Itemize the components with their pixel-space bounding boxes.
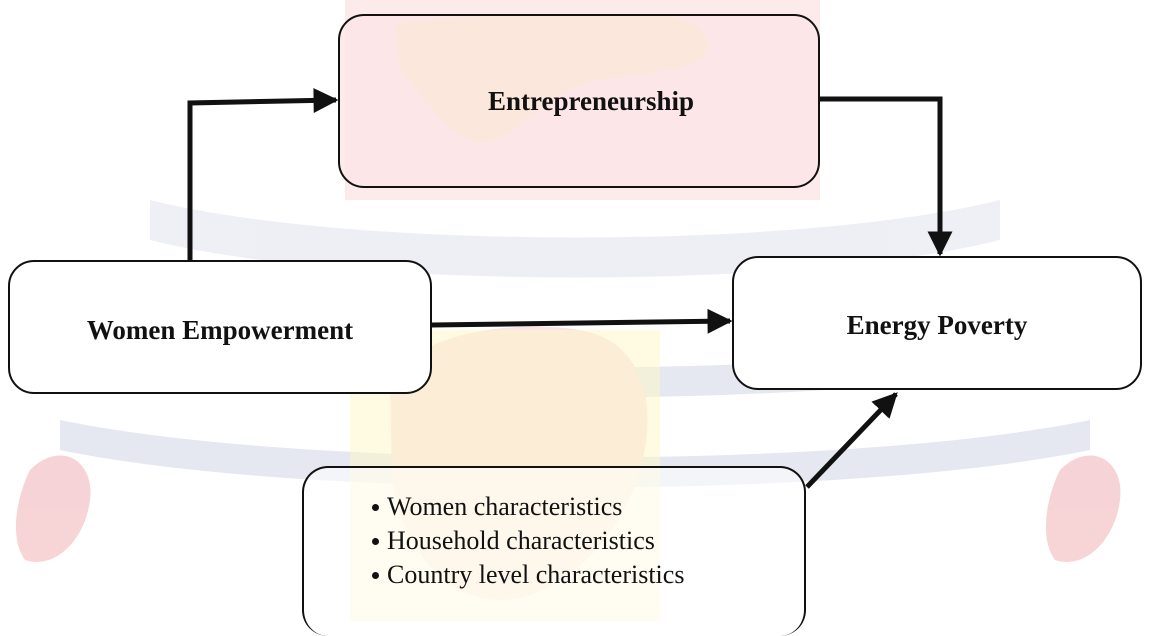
entrepreneurship-label: Entrepreneurship	[487, 86, 695, 116]
watermark-right-scroll	[1045, 455, 1121, 562]
bullet-icon	[372, 537, 379, 545]
control-item-country: Country level characteristics	[372, 558, 684, 592]
bullet-icon	[372, 571, 379, 579]
energy-poverty-label: Energy Poverty	[846, 309, 1028, 340]
arrow-entrepreneurship-to-energy-poverty	[820, 96, 953, 257]
arrow-empowerment-to-energy-poverty	[431, 308, 733, 334]
control-item-label: Household characteristics	[387, 526, 655, 555]
arrow-controls-to-energy-poverty	[805, 392, 898, 489]
arrow-empowerment-to-entrepreneurship	[187, 87, 339, 262]
entrepreneurship-node: Entrepreneurship	[338, 14, 820, 188]
women-empowerment-label: Women Empowerment	[86, 314, 354, 345]
control-variables-node: Women characteristics Household characte…	[302, 466, 806, 636]
energy-poverty-node: Energy Poverty	[732, 256, 1142, 390]
watermark-left-scroll	[15, 455, 91, 562]
control-variables-list: Women characteristics Household characte…	[372, 490, 684, 592]
control-item-label: Country level characteristics	[387, 560, 685, 589]
control-item-women: Women characteristics	[372, 490, 684, 524]
women-empowerment-node: Women Empowerment	[8, 260, 432, 394]
bullet-icon	[372, 503, 379, 511]
control-item-household: Household characteristics	[372, 524, 684, 558]
control-item-label: Women characteristics	[387, 492, 623, 521]
